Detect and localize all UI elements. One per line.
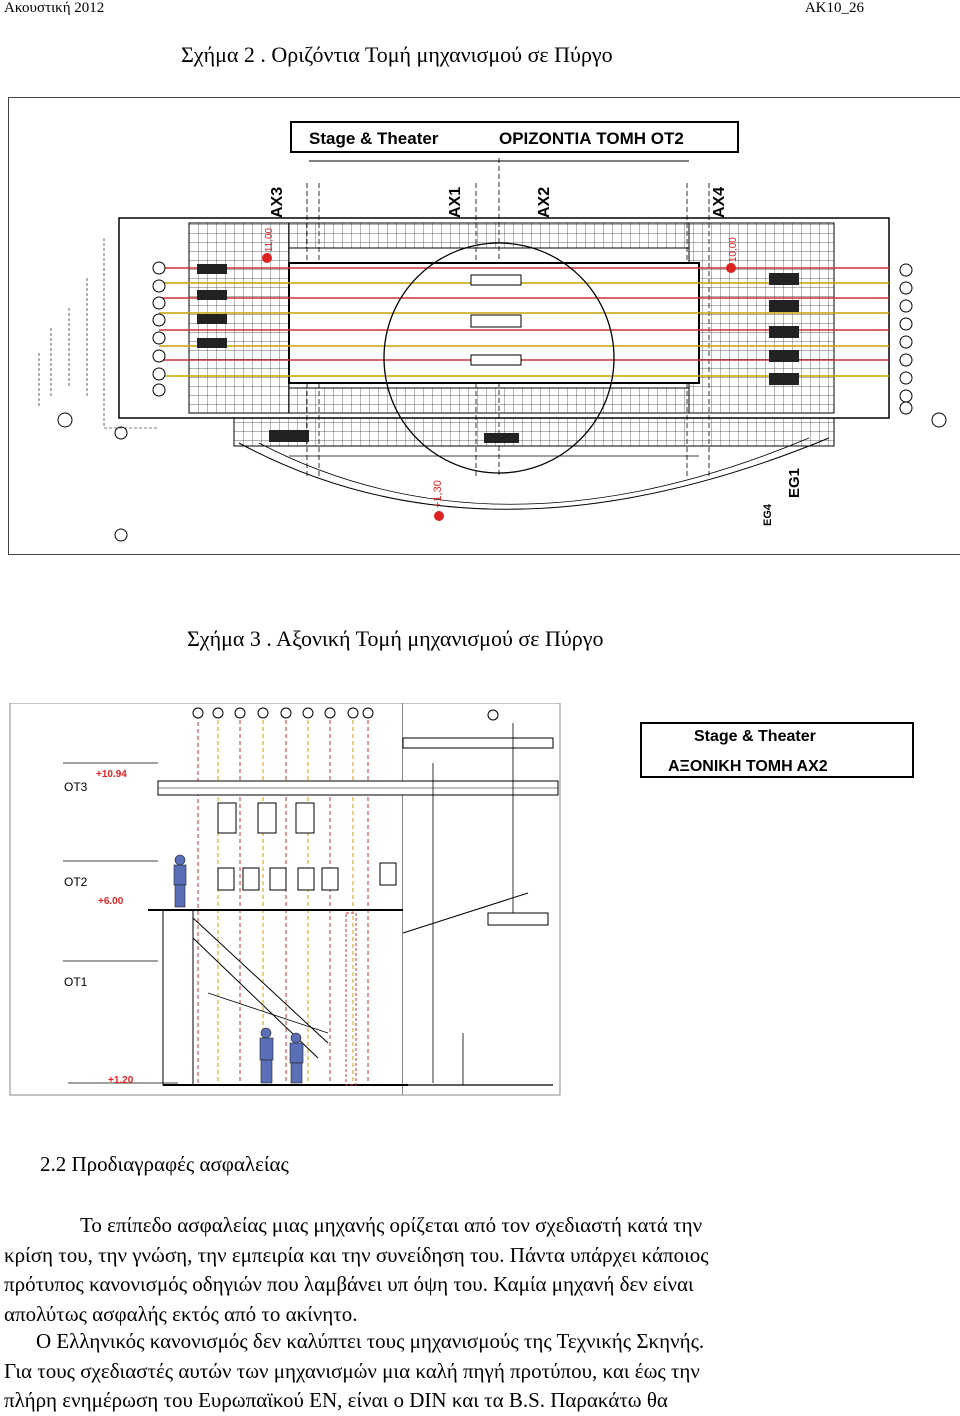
p2-line-2: Για τους σχεδιαστές αυτών των μηχανισμών… — [4, 1358, 700, 1383]
axis-ax4-label: AX4 — [711, 187, 728, 218]
fig1-level-3: +1,30 — [432, 480, 444, 508]
p1-line-4: απολύτως ασφαλής εκτός από το ακίνητο. — [4, 1301, 358, 1326]
figure2-drawing: Stage & Theater ΑΞΟΝΙΚΗ ΤΟΜΗ ΑΧ2 OT3 OT2… — [8, 702, 953, 1097]
elevation-mid: +6.00 — [98, 896, 124, 907]
fig2-title-line2: ΑΞΟΝΙΚΗ ΤΟΜΗ ΑΧ2 — [668, 758, 828, 775]
fig2-title-box — [640, 722, 914, 778]
p1-line-1: Το επίπεδο ασφαλείας μιας μηχανής ορίζετ… — [80, 1213, 703, 1237]
page-header-left: Ακουστική 2012 — [4, 0, 105, 16]
fig1-title-left: Stage & Theater — [309, 129, 439, 148]
figure2-caption: Σχήμα 3 . Αξονική Τομή μηχανισμού σε Πύρ… — [187, 626, 604, 651]
elevation-bottom: +1.20 — [108, 1075, 134, 1086]
axis-ax3-label: AX3 — [269, 187, 286, 218]
level-ot1: OT1 — [64, 975, 88, 989]
axis-ax2-label: AX2 — [536, 187, 553, 218]
fig2-title-line1: Stage & Theater — [694, 728, 816, 745]
paragraph-2: Ο Ελληνικός κανονισμός δεν καλύπτει τους… — [4, 1327, 956, 1416]
fig1-level-2: +10,00 — [728, 237, 739, 268]
elevation-top: +10.94 — [96, 769, 127, 780]
fig1-level-1: +11,00 — [264, 227, 275, 258]
fig1-title-right: ΟΡΙΖΟΝΤΙΑ ΤΟΜΗ ΟΤ2 — [499, 129, 684, 148]
fig1-label-eg1: EG1 — [786, 468, 803, 498]
figure1-drawing: Stage & Theater ΟΡΙΖΟΝΤΙΑ ΤΟΜΗ ΟΤ2 AX3 A… — [8, 97, 960, 555]
level-ot2: OT2 — [64, 875, 88, 889]
p1-line-3: πρότυπος κανονισμός οδηγιών που λαμβάνει… — [4, 1272, 694, 1296]
p2-line-3: πλήρη ενημέρωση του Ευρωπαϊκού ΕΝ, είναι… — [4, 1388, 668, 1412]
p1-line-2: κρίση του, την γνώση, την εμπειρία και τ… — [4, 1242, 709, 1267]
axis-ax1-label: AX1 — [447, 187, 464, 218]
level-ot3: OT3 — [64, 780, 88, 794]
paragraph-1: Το επίπεδο ασφαλείας μιας μηχανής ορίζετ… — [4, 1211, 956, 1329]
figure1-caption: Σχήμα 2 . Οριζόντια Τομή μηχανισμού σε Π… — [181, 42, 613, 67]
section-heading: 2.2 Προδιαγραφές ασφαλείας — [40, 1152, 289, 1176]
fig1-label-eg4: EG4 — [762, 503, 774, 526]
fig1-title-box — [290, 121, 739, 153]
page-header-right: AK10_26 — [804, 0, 864, 16]
p2-line-1: Ο Ελληνικός κανονισμός δεν καλύπτει τους… — [36, 1329, 705, 1353]
